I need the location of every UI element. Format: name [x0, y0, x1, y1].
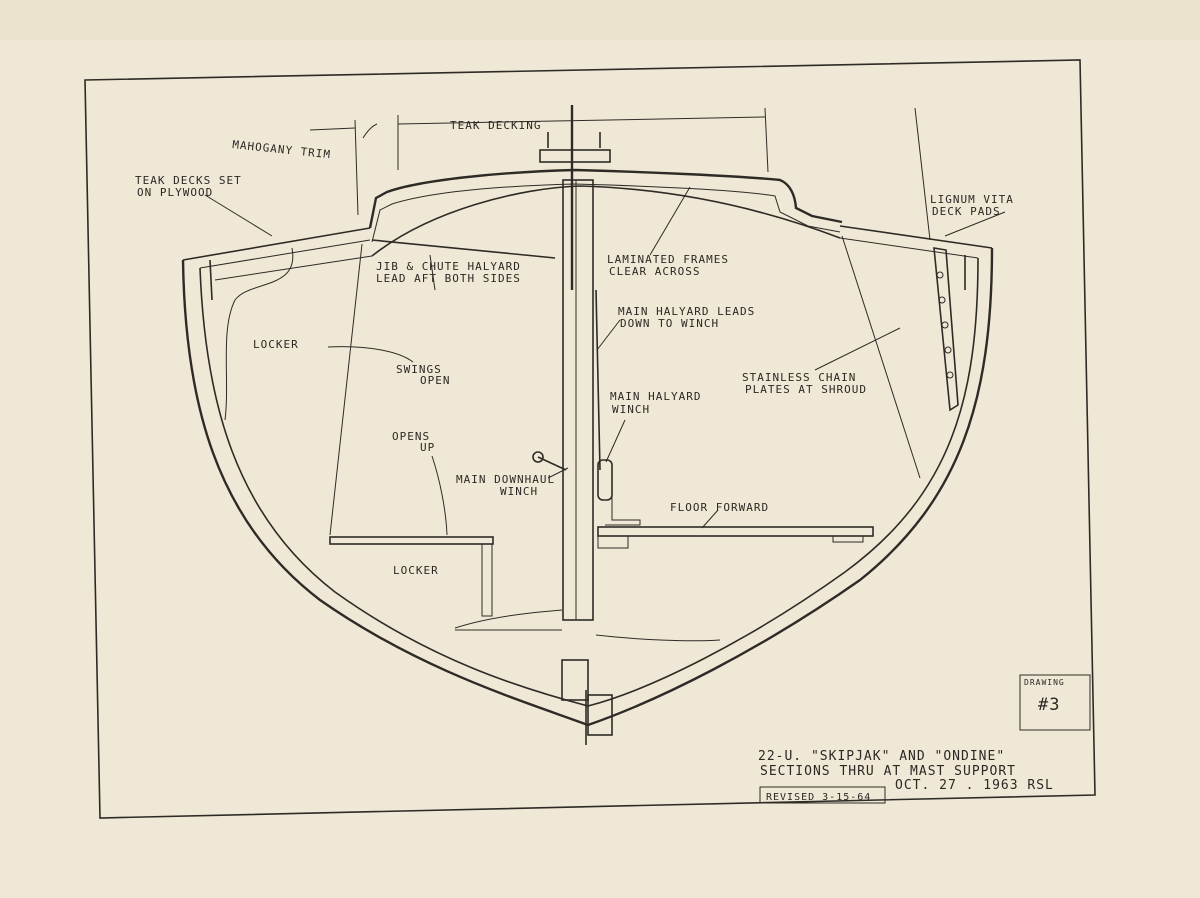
mast-step — [561, 659, 589, 701]
label-frames-2: CLEAR ACROSS — [609, 265, 700, 278]
shroud-port — [329, 243, 363, 536]
paper-top-shade — [0, 0, 1200, 40]
label-locker-lower: LOCKER — [393, 564, 439, 577]
main-halyard-line — [595, 289, 601, 471]
locker-bulkhead — [481, 543, 493, 617]
label-chain-2: PLATES AT SHROUD — [745, 383, 867, 396]
jib-halyard-line — [371, 239, 556, 259]
downhaul-winch — [532, 451, 544, 463]
deck-collar — [539, 149, 611, 163]
locker-curve — [224, 247, 294, 421]
label-swings-2: OPEN — [420, 374, 451, 387]
label-teak-decking: TEAK DECKING — [450, 119, 541, 132]
floor-forward — [597, 526, 874, 537]
cabin-roof — [368, 168, 843, 229]
label-main-leads-2: DOWN TO WINCH — [620, 317, 719, 330]
title-line-3: OCT. 27 . 1963 RSL — [895, 778, 1054, 793]
label-main-winch-2: WINCH — [612, 403, 650, 416]
shroud-starboard — [841, 235, 921, 479]
deck-port — [182, 227, 371, 261]
label-floor-forward: FLOOR FORWARD — [670, 501, 769, 514]
label-downhaul-2: WINCH — [500, 485, 538, 498]
label-teak-decks-2: ON PLYWOOD — [137, 186, 213, 199]
floor-port — [329, 536, 494, 545]
title-block: DRAWING #3 22-U. "SKIPJAK" AND "ONDINE" … — [758, 674, 1091, 804]
title-line-2: SECTIONS THRU AT MAST SUPPORT — [760, 764, 1016, 779]
teak-decking-dimension — [397, 116, 766, 125]
label-main-leads-1: MAIN HALYARD LEADS — [618, 305, 755, 318]
label-lignum-2: DECK PADS — [932, 205, 1001, 218]
label-swings-1: SWINGS — [396, 363, 442, 376]
label-main-winch-1: MAIN HALYARD — [610, 390, 701, 403]
label-locker-upper: LOCKER — [253, 338, 299, 351]
label-opens-1: OPENS — [392, 430, 430, 443]
deck-starboard — [839, 225, 993, 249]
drawing-border — [84, 59, 1096, 819]
drawing-label: DRAWING — [1024, 678, 1065, 687]
revised-box — [759, 786, 886, 804]
chain-plate — [933, 247, 959, 412]
label-downhaul-1: MAIN DOWNHAUL — [456, 473, 555, 486]
label-opens-2: UP — [420, 441, 435, 454]
laminated-frame — [371, 185, 841, 257]
drawing-number-box — [1019, 674, 1091, 731]
hull-section — [181, 105, 994, 745]
title-line-1: 22-U. "SKIPJAK" AND "ONDINE" — [758, 749, 1005, 764]
revised-stamp: REVISED 3-15-64 — [766, 792, 871, 803]
label-chain-1: STAINLESS CHAIN — [742, 371, 856, 384]
label-lignum-1: LIGNUM VITA — [930, 193, 1014, 206]
mast — [562, 179, 594, 621]
leader-lines — [204, 186, 1006, 529]
drawing-number: #3 — [1038, 695, 1060, 715]
label-frames-1: LAMINATED FRAMES — [607, 253, 729, 266]
label-jib-halyard-1: JIB & CHUTE HALYARD — [376, 260, 521, 273]
label-teak-decks-1: TEAK DECKS SET — [135, 174, 242, 187]
dimension-lines — [309, 107, 769, 216]
label-jib-halyard-2: LEAD AFT BOTH SIDES — [376, 272, 521, 285]
